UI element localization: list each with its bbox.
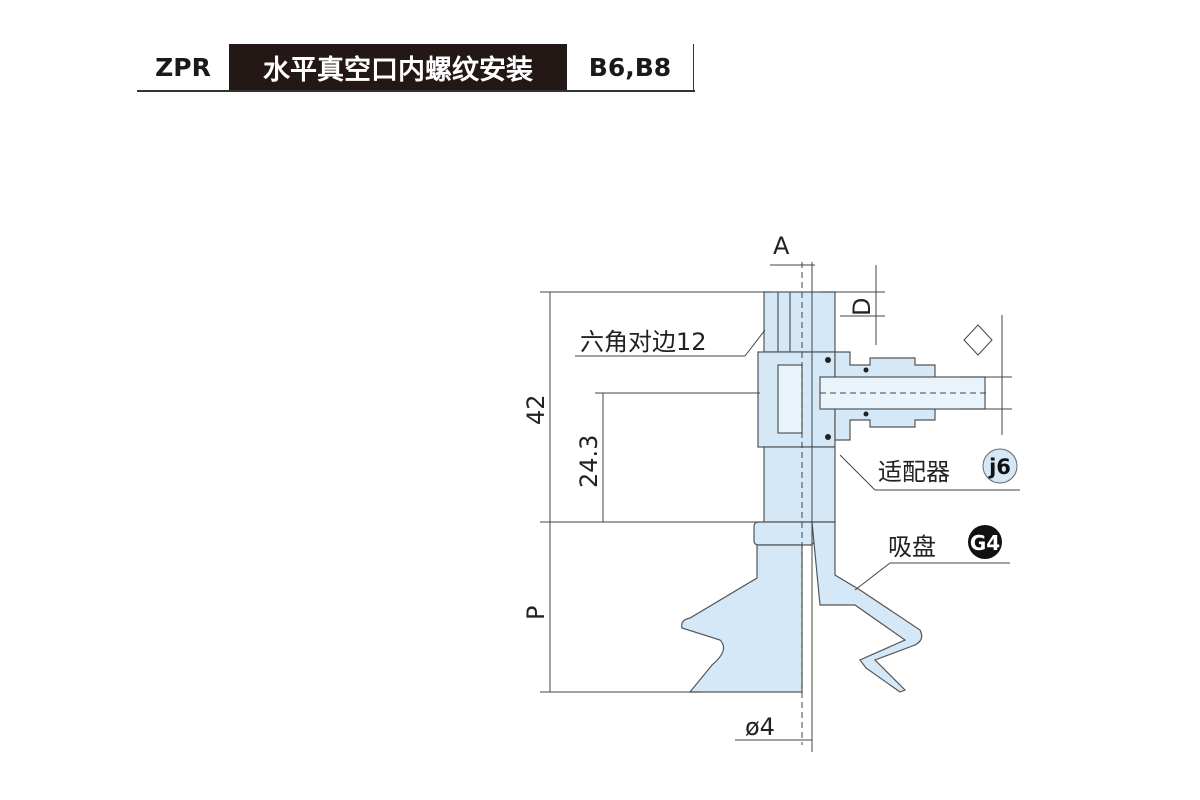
dim-port-height: 24.3: [575, 435, 603, 488]
dim-height: 42: [522, 394, 550, 425]
upper-hex: [763, 291, 836, 353]
dimension-lines: [540, 262, 1020, 752]
mounting-title: 水平真空口内螺纹安装: [229, 44, 567, 90]
adapter-code: j6: [988, 455, 1011, 479]
model-label: B6,B8: [567, 44, 694, 90]
pad-code: G4: [970, 531, 1000, 555]
pad-badge: [968, 525, 1002, 559]
collar: [753, 521, 815, 546]
suction-cup-left: [681, 544, 803, 693]
hex-label: 六角对边12: [580, 328, 707, 356]
adapter-badge: [982, 448, 1018, 484]
dim-bore: ø4: [745, 713, 775, 741]
dim-d: D: [848, 298, 876, 316]
lower-hex: [763, 446, 836, 523]
adapter-label: 适配器: [878, 458, 950, 486]
header-bar: ZPR 水平真空口内螺纹安装 B6,B8: [137, 44, 694, 90]
pad-label: 吸盘: [888, 533, 936, 561]
dim-p: P: [522, 606, 550, 620]
dim-a: A: [773, 232, 790, 260]
suction-cup-section: [811, 521, 923, 693]
series-label: ZPR: [155, 52, 211, 82]
header-underline: [137, 90, 695, 92]
vacuum-pad-assembly: [681, 291, 986, 693]
diamond-symbol: [963, 324, 993, 356]
